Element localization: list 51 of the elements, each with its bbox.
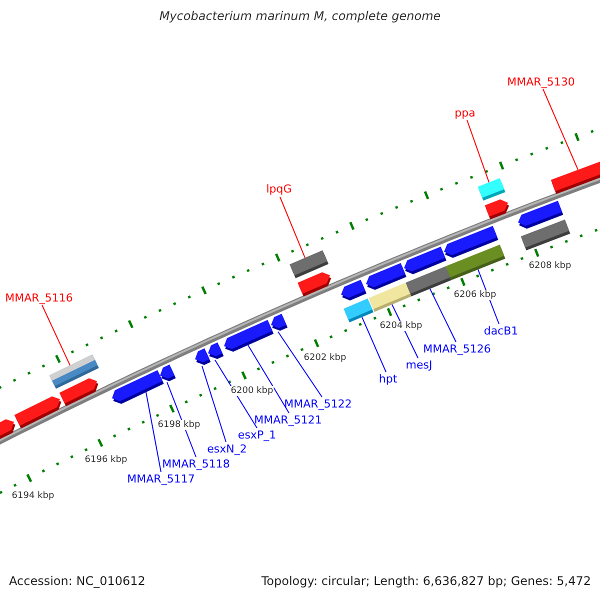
gene-feature bbox=[49, 354, 99, 389]
gene-label: lpqG bbox=[266, 182, 292, 196]
gene-label: dacB1 bbox=[484, 324, 518, 338]
gene-feature bbox=[368, 282, 412, 312]
gene-feature bbox=[195, 348, 211, 365]
gene-label: hpt bbox=[378, 372, 398, 386]
leader-line bbox=[362, 316, 386, 372]
gene-label: esxP_1 bbox=[238, 428, 276, 442]
leader-line bbox=[166, 382, 196, 458]
gene-label: esxN_2 bbox=[207, 442, 247, 456]
title: Mycobacterium marinum M, complete genome bbox=[159, 10, 441, 22]
tick-label: 6194 kbp bbox=[10, 491, 56, 501]
gene-label: MMAR_5121 bbox=[254, 414, 322, 426]
accession-text: Accession: NC_010612 bbox=[9, 574, 146, 588]
gene-feature bbox=[290, 250, 328, 278]
gene-label: ppa bbox=[454, 106, 476, 120]
leader-line bbox=[278, 331, 322, 398]
gene-label: MMAR_5116 bbox=[5, 292, 73, 304]
tick-label: 6202 kbp bbox=[302, 353, 348, 363]
gene-feature bbox=[478, 178, 506, 201]
gene-feature bbox=[550, 158, 600, 194]
leader-line bbox=[542, 88, 578, 170]
tick-label: 6200 kbp bbox=[230, 386, 274, 396]
gene-label: mesJ bbox=[406, 358, 432, 372]
tick-label: 6206 kbp bbox=[452, 290, 498, 300]
gene-label: MMAR_5122 bbox=[284, 398, 352, 410]
gene-feature bbox=[271, 314, 288, 331]
leader-line bbox=[202, 366, 226, 442]
leader-line bbox=[430, 288, 456, 342]
gene-feature bbox=[224, 320, 274, 352]
gene-feature bbox=[208, 342, 224, 359]
leader-line bbox=[280, 196, 306, 258]
tick-label: 6198 kbp bbox=[156, 420, 202, 430]
gene-feature bbox=[446, 244, 506, 280]
leader-line bbox=[146, 392, 162, 472]
tick-label: 6204 kbp bbox=[378, 321, 424, 331]
gene-label: MMAR_5117 bbox=[127, 472, 195, 486]
gene-feature bbox=[112, 370, 164, 404]
genome-info-text: Topology: circular; Length: 6,636,827 bp; Genes: 5,472 bbox=[261, 574, 591, 588]
gene-label: MMAR_5126 bbox=[423, 342, 491, 356]
leader-line bbox=[466, 120, 490, 183]
gene-label: MMAR_5118 bbox=[162, 458, 230, 470]
gene-feature bbox=[160, 364, 176, 382]
gene-feature bbox=[520, 220, 570, 250]
leader-line bbox=[42, 304, 70, 366]
gene-feature bbox=[406, 266, 452, 296]
leader-line bbox=[248, 344, 290, 414]
gene-feature bbox=[344, 298, 374, 322]
tick-label: 6208 kbp bbox=[528, 261, 572, 271]
gene-label: MMAR_5130 bbox=[507, 76, 575, 88]
tick-label: 6196 kbp bbox=[84, 455, 128, 465]
